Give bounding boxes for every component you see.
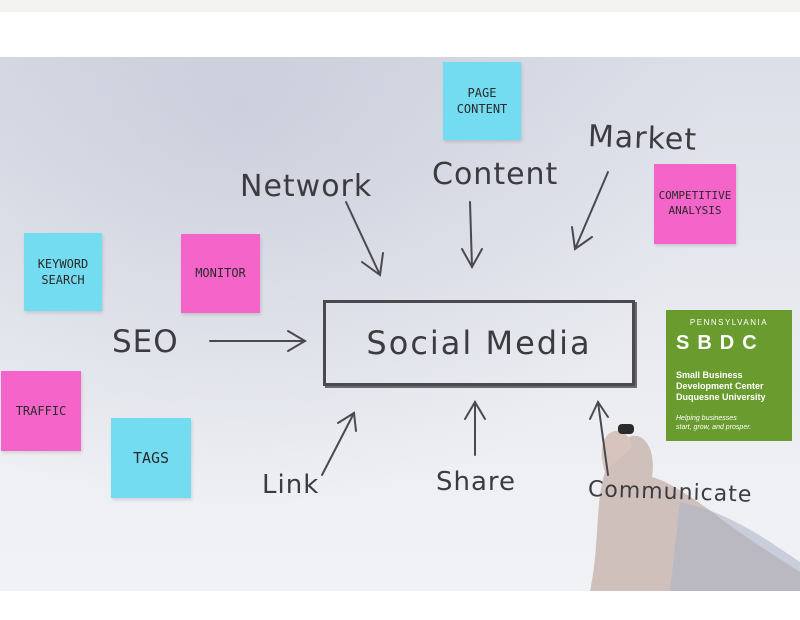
logo-tagline-2: start, grow, and prosper.: [676, 424, 752, 431]
handwritten-seo: SEO: [112, 324, 179, 360]
sticky-note-page-content: PAGE CONTENT: [443, 62, 521, 140]
handwritten-link: Link: [262, 470, 320, 500]
logo-line-3: Duquesne University: [676, 392, 766, 402]
handwritten-social-media: Social Media: [366, 324, 592, 362]
sbdc-logo: PENNSYLVANIA SBDC Small Business Develop…: [666, 310, 792, 441]
sticky-note-label: MONITOR: [195, 266, 246, 281]
sticky-note-traffic: TRAFFIC: [1, 371, 81, 451]
handwritten-network: Network: [240, 169, 373, 204]
handwritten-market: Market: [587, 119, 698, 158]
sticky-note-label: TRAFFIC: [15, 403, 67, 418]
logo-abbreviation: SBDC: [676, 332, 765, 354]
sticky-note-label: COMPETITIVE ANALYSIS: [658, 189, 732, 217]
logo-tagline-1: Helping businesses: [676, 415, 737, 422]
sticky-note-competitive-analysis: COMPETITIVE ANALYSIS: [654, 164, 736, 244]
logo-line-1: Small Business: [676, 370, 743, 380]
handwritten-content: Content: [432, 157, 559, 192]
sticky-note-keyword-search: KEYWORD SEARCH: [24, 233, 102, 311]
sticky-note-monitor: MONITOR: [181, 234, 260, 313]
social-media-box: Social Media: [323, 300, 635, 386]
sticky-note-label: KEYWORD SEARCH: [37, 256, 89, 287]
handwritten-share: Share: [436, 467, 517, 497]
logo-state: PENNSYLVANIA: [689, 318, 769, 327]
hand-with-marker: [560, 362, 800, 591]
sticky-note-label: PAGE CONTENT: [456, 85, 508, 116]
top-strip: [0, 0, 800, 12]
logo-line-2: Development Center: [676, 381, 764, 391]
sticky-note-tags: TAGS: [111, 418, 191, 498]
sticky-note-label: TAGS: [132, 448, 170, 467]
